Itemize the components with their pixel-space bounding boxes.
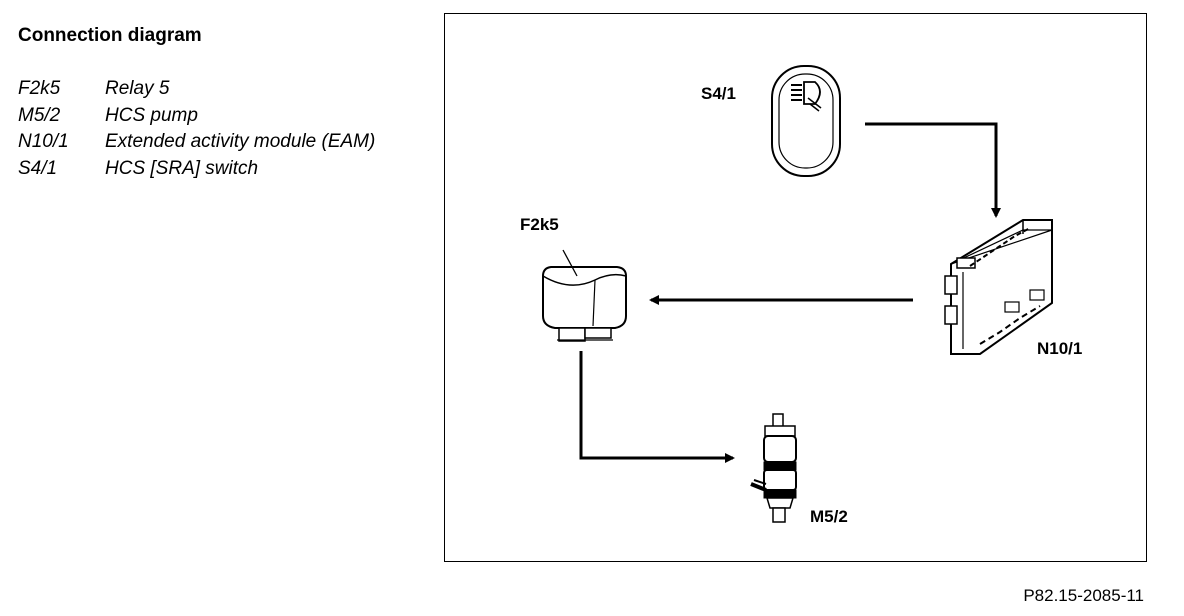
legend-item: N10/1 Extended activity module (EAM) [18, 131, 375, 158]
figure-reference: P82.15-2085-11 [1023, 586, 1144, 605]
legend-desc: Extended activity module (EAM) [105, 131, 376, 152]
hcs-pump-icon [750, 413, 797, 523]
legend-item: S4/1 HCS [SRA] switch [18, 158, 375, 185]
relay-icon [542, 249, 627, 342]
hcs-switch-icon [771, 65, 841, 177]
diagram-canvas: S4/1 N10/1 F [520, 65, 1082, 526]
legend-code: F2k5 [18, 78, 61, 99]
label-module: N10/1 [1037, 339, 1082, 358]
legend-desc: HCS pump [105, 104, 198, 126]
legend-code: N10/1 [18, 131, 69, 152]
legend-item: F2k5 Relay 5 [18, 78, 375, 105]
extended-activity-module-icon [944, 219, 1053, 355]
connection-diagram: S4/1 N10/1 F [444, 13, 1147, 562]
legend-code: S4/1 [18, 157, 58, 179]
legend-list: F2k5 Relay 5 M5/2 HCS pump N10/1 Extende… [18, 78, 375, 184]
legend-item: M5/2 HCS pump [18, 105, 375, 132]
arrow-switch-to-module [865, 122, 1001, 218]
legend-code: M5/2 [18, 104, 61, 126]
label-pump: M5/2 [810, 507, 848, 526]
arrow-relay-to-pump [579, 351, 735, 463]
page-title: Connection diagram [18, 25, 202, 46]
legend-desc: HCS [SRA] switch [105, 157, 259, 179]
label-switch: S4/1 [701, 84, 736, 103]
label-relay: F2k5 [520, 215, 559, 234]
legend-desc: Relay 5 [105, 78, 170, 99]
